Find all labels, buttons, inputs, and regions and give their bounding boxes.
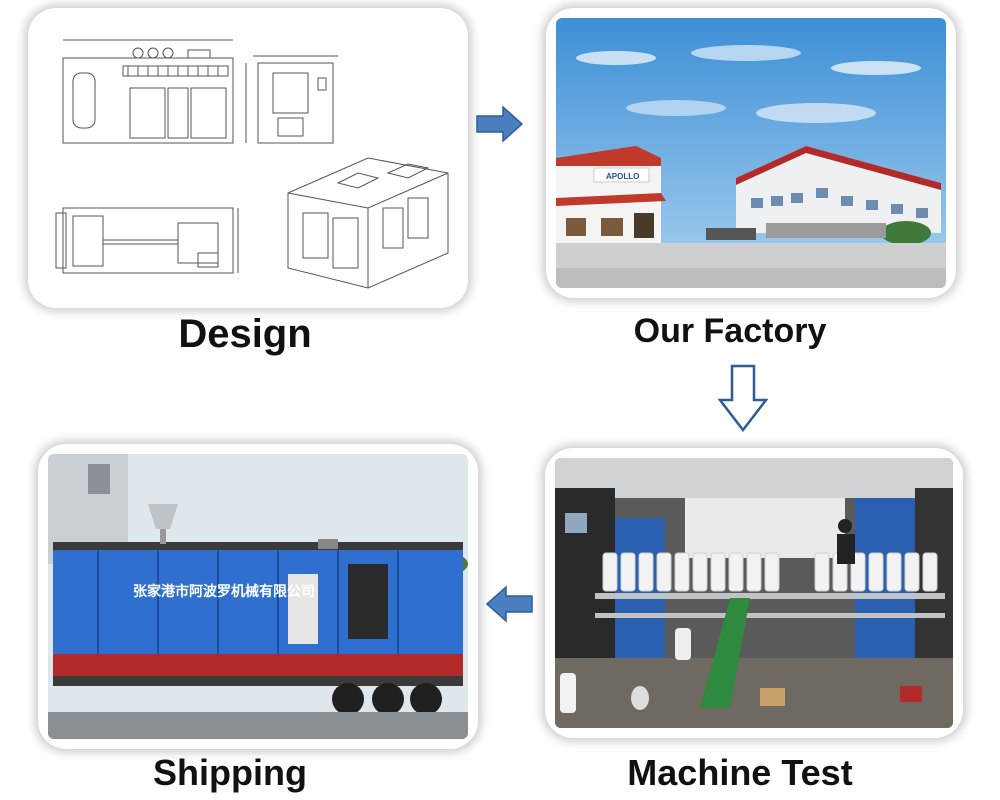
factory-building-image: APOLLO — [556, 18, 946, 288]
machine-test-card — [545, 448, 963, 738]
design-drawing — [38, 18, 458, 298]
design-card — [28, 8, 468, 308]
factory-card: APOLLO — [546, 8, 956, 298]
truck-shipping-image: 张家港市阿波罗机械有限公司 — [48, 454, 468, 739]
machine-test-caption: Machine Test — [627, 752, 853, 793]
machine-company-text: 张家港市阿波罗机械有限公司 — [133, 583, 315, 600]
factory-photo: APOLLO — [556, 18, 946, 288]
design-caption: Design — [178, 312, 312, 356]
arrow-down-icon — [718, 364, 768, 434]
technical-drawing-image — [55, 39, 449, 289]
arrow-right-icon — [475, 104, 525, 144]
shipping-photo: 张家港市阿波罗机械有限公司 — [48, 454, 468, 739]
shipping-caption: Shipping — [153, 752, 307, 793]
arrow-left-icon — [484, 584, 534, 624]
shipping-card: 张家港市阿波罗机械有限公司 — [38, 444, 478, 749]
production-line-image — [555, 458, 953, 728]
factory-caption: Our Factory — [633, 312, 827, 350]
factory-sign-text: APOLLO — [606, 172, 639, 181]
machine-test-photo — [555, 458, 953, 728]
